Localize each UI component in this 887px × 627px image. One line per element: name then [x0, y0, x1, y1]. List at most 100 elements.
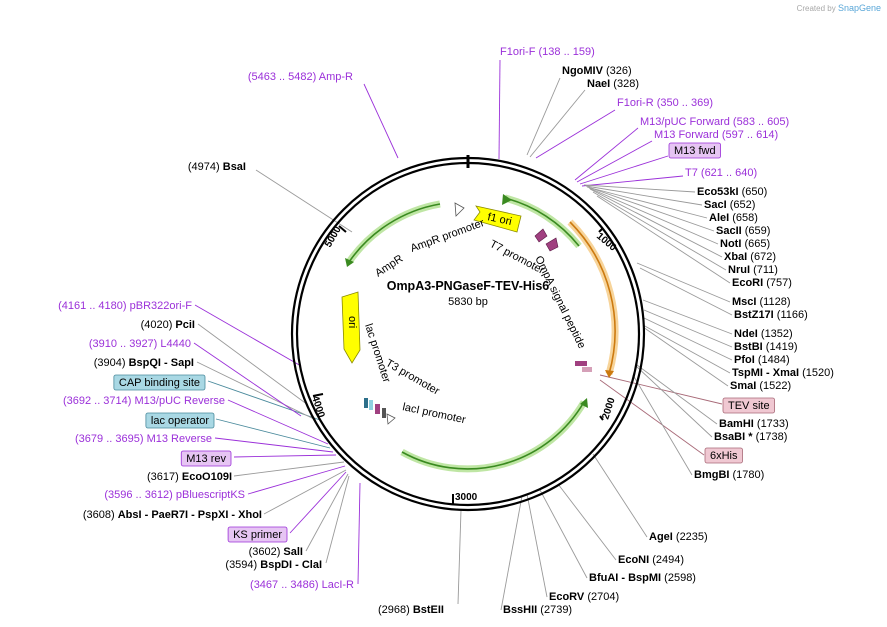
saci-part1: SacI — [704, 199, 730, 211]
m13-reverse-part2: M13 Reverse — [147, 433, 212, 445]
snapgene-logo: SnapGene — [837, 3, 881, 13]
credit-text: Created by — [796, 4, 836, 13]
site-ecori[interactable]: EcoRI (757) — [732, 277, 792, 289]
site-bsteii[interactable]: (2968) BstEII — [378, 604, 444, 616]
ngomiv-part1: NgoMIV — [562, 65, 606, 77]
ompa-label: OmpA signal peptide — [532, 254, 587, 351]
site-naei[interactable]: NaeI (328) — [587, 78, 639, 90]
site-eco53ki[interactable]: Eco53kI (650) — [697, 186, 767, 198]
site-econi[interactable]: EcoNI (2494) — [618, 554, 684, 566]
site-pcii[interactable]: (4020) PciI — [141, 319, 195, 331]
primer-laci-r[interactable]: (3467 .. 3486) LacI-R — [250, 579, 354, 591]
lac-operator-box[interactable] — [145, 412, 215, 429]
primer-pbluescriptks[interactable]: (3596 .. 3612) pBluescriptKS — [104, 489, 245, 501]
leader-amp-r — [363, 83, 399, 159]
pbluescriptks-part1: (3596 .. 3612) — [104, 489, 176, 501]
alei-part2: (658) — [732, 212, 758, 224]
primer-m13puc-rev[interactable]: (3692 .. 3714) M13/pUC Reverse — [63, 395, 225, 407]
leader-m13-reverse — [214, 437, 334, 453]
site-msci[interactable]: MscI (1128) — [732, 296, 791, 308]
leader-bamhi — [636, 364, 718, 425]
site-tspmi[interactable]: TspMI - XmaI (1520) — [732, 367, 834, 379]
tick-2000: 2000 — [600, 396, 617, 421]
leader-absi — [263, 469, 347, 515]
lac-promoter-label: lac promoter — [362, 322, 392, 384]
site-sacii[interactable]: SacII (659) — [716, 225, 770, 237]
cap-site-box[interactable] — [113, 374, 206, 391]
pcii-part2: PciI — [175, 319, 195, 331]
site-bamhi[interactable]: BamHI (1733) — [719, 418, 789, 430]
site-ecorv[interactable]: EcoRV (2704) — [549, 591, 619, 603]
tick-3000: 3000 — [455, 492, 478, 503]
m13-rev-box-box[interactable] — [180, 450, 232, 467]
leader-lac-operator — [215, 418, 331, 449]
site-nrui[interactable]: NruI (711) — [728, 264, 778, 276]
site-noti[interactable]: NotI (665) — [720, 238, 770, 250]
tev-site-box[interactable] — [722, 397, 775, 414]
snapgene-credit: Created by SnapGene — [797, 3, 881, 13]
site-xbai[interactable]: XbaI (672) — [724, 251, 776, 263]
site-bfuai[interactable]: BfuAI - BspMI (2598) — [589, 572, 696, 584]
site-pfoi[interactable]: PfoI (1484) — [734, 354, 790, 366]
site-alei[interactable]: AleI (658) — [709, 212, 758, 224]
f1ori-r-part2: (350 .. 369) — [657, 97, 713, 109]
primer-m13puc-fwd[interactable]: M13/pUC Forward (583 .. 605) — [640, 116, 789, 128]
site-ecoo109i[interactable]: (3617) EcoO109I — [147, 471, 232, 483]
leader-f1ori-r — [535, 109, 616, 159]
primer-m13-reverse[interactable]: (3679 .. 3695) M13 Reverse — [75, 433, 212, 445]
site-sali[interactable]: (3602) SalI — [249, 546, 303, 558]
site-saci[interactable]: SacI (652) — [704, 199, 755, 211]
leader-xbai — [589, 188, 723, 258]
pbluescriptks-part2: pBluescriptKS — [176, 489, 245, 501]
site-smai[interactable]: SmaI (1522) — [730, 380, 791, 392]
site-agei[interactable]: AgeI (2235) — [649, 531, 708, 543]
leader-pcii — [197, 323, 309, 406]
ampr-promoter-label: AmpR promoter — [409, 217, 486, 255]
leader-m13-forward — [576, 140, 653, 183]
primer-amp-r[interactable]: (5463 .. 5482) Amp-R — [248, 71, 353, 83]
ecorv-part2: (2704) — [587, 591, 619, 603]
absi-part1: (3608) — [83, 509, 118, 521]
m13-rev-box-label: M13 rev — [186, 453, 226, 465]
primer-l4440[interactable]: (3910 .. 3927) L4440 — [89, 338, 191, 350]
features: f1 ori AmpR promoter T7 promoter OmpA si… — [341, 202, 592, 426]
primer-f1ori-r[interactable]: F1ori-R (350 .. 369) — [617, 97, 713, 109]
site-bsabi[interactable]: BsaBI * (1738) — [714, 431, 787, 443]
primer-pbr322ori-f[interactable]: (4161 .. 4180) pBR322ori-F — [58, 300, 192, 312]
ompa-arrow — [545, 237, 559, 252]
m13-forward-part2: (597 .. 614) — [722, 129, 778, 141]
leader-bspdi — [325, 475, 350, 564]
site-bspqi[interactable]: (3904) BspQI - SapI — [94, 357, 194, 369]
leader-bfuai — [539, 489, 588, 579]
site-bsai[interactable]: (4974) BsaI — [188, 161, 246, 173]
leader-naei — [529, 89, 586, 158]
ks-primer-box[interactable] — [227, 526, 288, 543]
smai-part1: SmaI — [730, 380, 759, 392]
laci-promoter-label: lacI promoter — [401, 401, 467, 426]
leader-m13puc-rev — [227, 399, 329, 445]
leader-bsteii — [457, 509, 462, 605]
site-ngomiv[interactable]: NgoMIV (326) — [562, 65, 632, 77]
site-bsshii[interactable]: BssHII (2739) — [503, 604, 572, 616]
leader-smai — [642, 326, 729, 387]
leader-sacii — [587, 186, 715, 232]
6xhis-box[interactable] — [704, 447, 743, 464]
leader-m13-rev-box — [233, 454, 337, 458]
site-absi[interactable]: (3608) AbsI - PaeR7I - PspXI - XhoI — [83, 509, 262, 521]
site-bstz17i[interactable]: BstZ17I (1166) — [734, 309, 808, 321]
primer-f1ori-f[interactable]: F1ori-F (138 .. 159) — [500, 46, 595, 58]
site-bstbi[interactable]: BstBI (1419) — [734, 341, 798, 353]
eco53ki-part1: Eco53kI — [697, 186, 742, 198]
leader-pbluescriptks — [247, 465, 346, 495]
bspdi-part2: BspDI - ClaI — [260, 559, 322, 571]
bspqi-part1: (3904) — [94, 357, 129, 369]
primer-m13-forward[interactable]: M13 Forward (597 .. 614) — [654, 129, 778, 141]
leader-bspqi — [196, 361, 317, 421]
site-bspdi[interactable]: (3594) BspDI - ClaI — [225, 559, 322, 571]
leader-alei — [586, 186, 708, 219]
site-bmgbi[interactable]: BmgBI (1780) — [694, 469, 764, 481]
primer-t7[interactable]: T7 (621 .. 640) — [685, 167, 757, 179]
site-ndei[interactable]: NdeI (1352) — [734, 328, 793, 340]
m13-fwd-box-box[interactable] — [668, 142, 721, 159]
